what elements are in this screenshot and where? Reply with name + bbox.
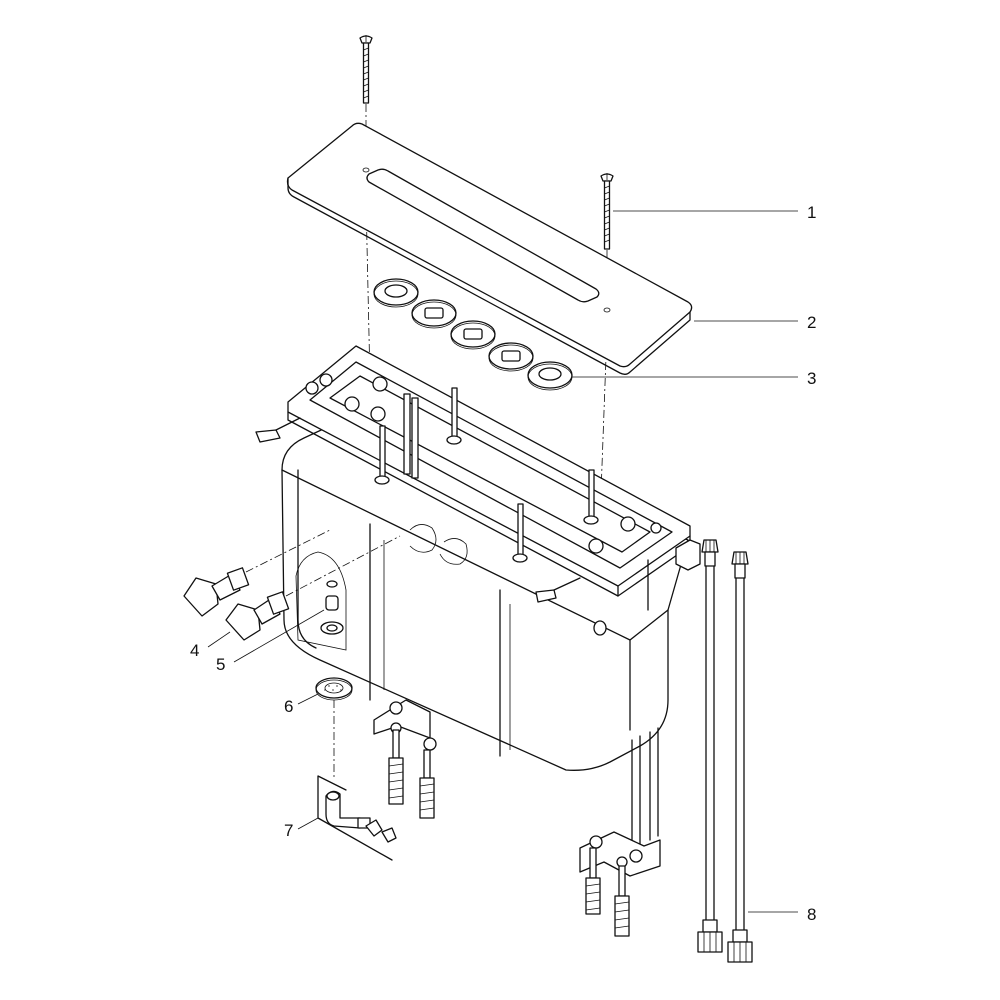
elbow-7: [317, 775, 397, 861]
callout-5: 5: [216, 655, 225, 674]
strainer-6: [315, 677, 353, 701]
fitting-5: [320, 580, 344, 635]
leader-lines: [207, 210, 798, 913]
callout-6: 6: [284, 697, 293, 716]
rosette-2: [411, 299, 457, 329]
callout-3: 3: [807, 369, 816, 388]
valve-upper: [183, 567, 250, 617]
bracket-lower: [579, 831, 661, 937]
cover-plate: [286, 122, 693, 375]
bracket-upper: [373, 699, 437, 819]
callout-4: 4: [190, 641, 199, 660]
screw-left: [359, 35, 373, 104]
support-rails: [631, 559, 659, 851]
callout-1: 1: [807, 203, 816, 222]
hose-right: [727, 551, 753, 963]
rosette-4: [488, 342, 534, 372]
rosette-3: [450, 320, 496, 350]
callout-8: 8: [807, 905, 816, 924]
hose-left: [697, 539, 723, 953]
valve-lower: [225, 591, 290, 641]
callout-7: 7: [284, 821, 293, 840]
screw-right: [600, 173, 614, 250]
callout-2: 2: [807, 313, 816, 332]
rosette-1: [373, 278, 419, 308]
mounting-frame: [255, 345, 701, 603]
rosette-5: [527, 361, 573, 391]
